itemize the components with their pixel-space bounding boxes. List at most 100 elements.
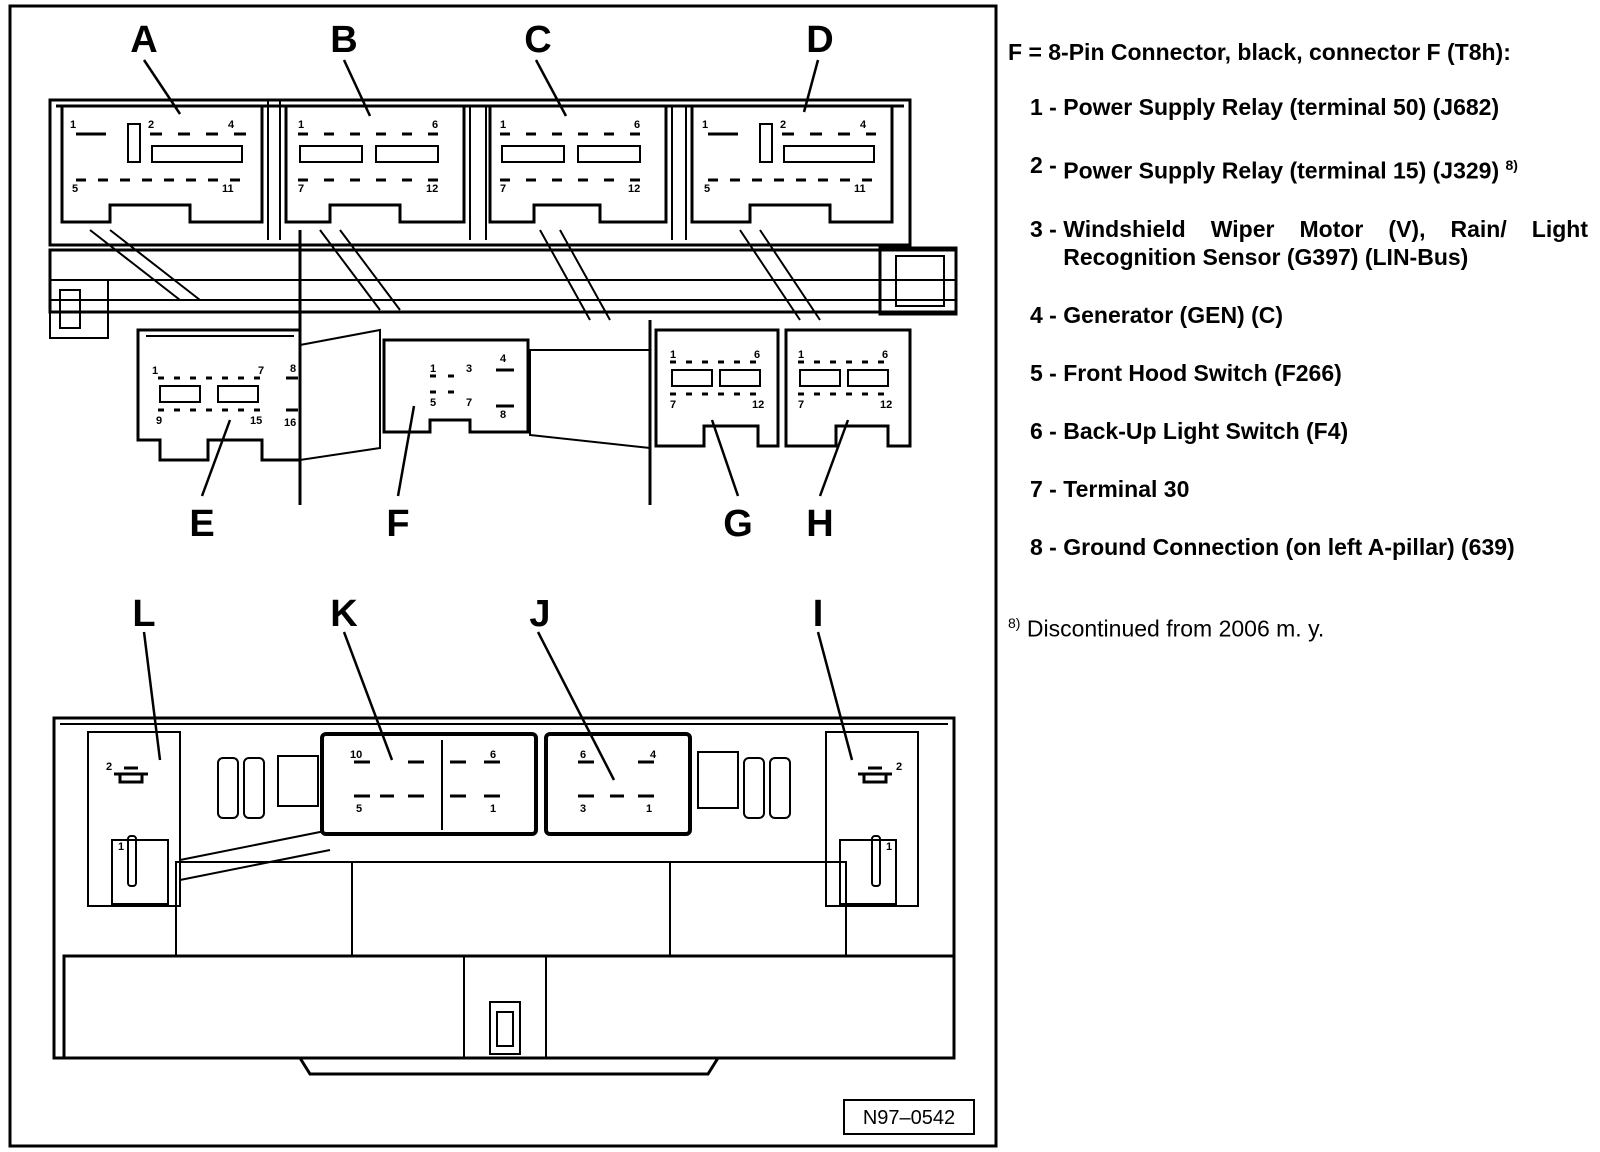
connector-k: 10 6 5 1	[320, 732, 538, 836]
connector-e-pin-15: 15	[250, 415, 262, 427]
figure-code: N97–0542	[863, 1107, 955, 1129]
connector-e-pin-7: 7	[258, 365, 264, 377]
pin-description: Front Hood Switch (F266)	[1063, 359, 1342, 386]
pin-number: 3 -	[1030, 215, 1064, 242]
connector-i-pin-1: 1	[886, 841, 892, 853]
connector-b-pin-12: 12	[426, 183, 438, 195]
pin-item: 8 - Ground Connection (on left A-pillar)…	[1030, 533, 1588, 561]
connector-a-pin-11: 11	[222, 183, 234, 195]
pin-item: 2 - Power Supply Relay (terminal 15) (J3…	[1030, 151, 1588, 185]
connector-g: 1 6 7 12	[654, 328, 780, 448]
connector-f: 1 3 4 5 7 8	[382, 338, 530, 434]
connector-j: 6 4 3 1	[544, 732, 692, 836]
lower-housing	[52, 716, 956, 1076]
connector-l-pin-1: 1	[118, 841, 124, 853]
connector-j-pin-6: 6	[580, 749, 586, 761]
pin-description: Windshield Wiper Motor (V), Rain/ Light …	[1063, 215, 1588, 270]
connector-e-pin-8: 8	[290, 363, 296, 375]
pin-list: 1 - Power Supply Relay (terminal 50) (J6…	[1008, 93, 1588, 561]
pin-item: 3 - Windshield Wiper Motor (V), Rain/ Li…	[1030, 215, 1588, 271]
connector-b-pin-7: 7	[298, 183, 304, 195]
pin-number: 1 -	[1030, 94, 1064, 120]
connector-b: 1 6 7 12	[284, 104, 466, 224]
connector-j-pin-3: 3	[580, 803, 586, 815]
connector-h-pin-1: 1	[798, 349, 804, 361]
connector-b-pin-6: 6	[432, 119, 438, 131]
connector-letter-i: I	[813, 593, 824, 635]
leader-lines-upper	[142, 59, 850, 497]
connector-f-pin-5: 5	[430, 397, 436, 409]
pin-description: Power Supply Relay (terminal 15) (J329) …	[1063, 151, 1588, 185]
connector-a-pin-1: 1	[70, 119, 76, 131]
connector-d-pin-11: 11	[854, 183, 866, 195]
connector-h-pin-12: 12	[880, 399, 892, 411]
connector-l-pin-2: 2	[106, 761, 112, 773]
connector-a-pin-2: 2	[148, 119, 154, 131]
connector-e-pin-9: 9	[156, 415, 162, 427]
pin-number: 5 -	[1030, 359, 1064, 386]
pin-description-text: Power Supply Relay (terminal 15) (J329)	[1063, 157, 1500, 184]
connector-j-pin-1: 1	[646, 803, 652, 815]
connector-f-pin-8: 8	[500, 409, 506, 421]
leader-lines-lower	[142, 631, 854, 781]
pin-item: 7 - Terminal 30	[1030, 475, 1588, 503]
connector-letter-j: J	[529, 593, 550, 635]
connector-j-pin-4: 4	[650, 749, 657, 761]
connector-d-pin-1: 1	[702, 119, 708, 131]
legend-heading: F = 8-Pin Connector, black, connector F …	[1008, 39, 1511, 65]
connector-h-pin-7: 7	[798, 399, 804, 411]
pin-item: 6 - Back-Up Light Switch (F4)	[1030, 417, 1588, 445]
connector-e-pin-1: 1	[152, 365, 158, 377]
connector-k-pin-10: 10	[350, 749, 362, 761]
footnote-text: Discontinued from 2006 m. y.	[1020, 615, 1325, 642]
connector-h: 1 6 7 12	[784, 328, 912, 448]
connector-a: 1 2 4 5 11	[60, 104, 264, 224]
connector-d-pin-4: 4	[860, 119, 867, 131]
connector-g-pin-7: 7	[670, 399, 676, 411]
connector-c-pin-12: 12	[628, 183, 640, 195]
legend-panel: F = 8-Pin Connector, black, connector F …	[1008, 38, 1588, 642]
connector-e: 1 7 8 9 15 16	[136, 328, 302, 462]
connector-d: 1 2 4 5 11	[690, 104, 894, 224]
connector-letter-d: D	[806, 19, 833, 61]
pin-description: Power Supply Relay (terminal 50) (J682)	[1063, 94, 1500, 120]
connector-g-pin-12: 12	[752, 399, 764, 411]
connector-d-pin-2: 2	[780, 119, 786, 131]
pin-description: Back-Up Light Switch (F4)	[1063, 417, 1349, 444]
connector-a-pin-4: 4	[228, 119, 235, 131]
connector-c: 1 6 7 12	[488, 104, 668, 224]
connector-c-pin-6: 6	[634, 119, 640, 131]
pin-description: Generator (GEN) (C)	[1063, 301, 1284, 328]
pin-item: 5 - Front Hood Switch (F266)	[1030, 359, 1588, 387]
connector-letter-c: C	[524, 19, 551, 61]
connector-letter-a: A	[130, 19, 157, 61]
footnote-reference: 8)	[1505, 157, 1518, 173]
pin-number: 7 -	[1030, 475, 1064, 502]
connector-letter-b: B	[330, 19, 357, 61]
connector-b-pin-1: 1	[298, 119, 304, 131]
connector-letter-f: F	[386, 503, 409, 545]
connector-k-pin-1: 1	[490, 803, 496, 815]
pin-description: Terminal 30	[1063, 475, 1190, 502]
footnote: 8) Discontinued from 2006 m. y.	[1008, 609, 1588, 643]
pin-number: 8 -	[1030, 533, 1064, 560]
pin-item: 1 - Power Supply Relay (terminal 50) (J6…	[1030, 93, 1588, 121]
connector-letter-h: H	[806, 503, 833, 545]
footnote-mark: 8)	[1008, 614, 1021, 631]
connector-f-pin-3: 3	[466, 363, 472, 375]
connector-k-pin-6: 6	[490, 749, 496, 761]
connector-g-pin-1: 1	[670, 349, 676, 361]
figure-frame	[8, 4, 998, 1148]
connector-letter-k: K	[330, 593, 358, 635]
connector-letter-g: G	[723, 503, 753, 545]
connector-f-pin-4: 4	[500, 353, 507, 365]
connector-f-pin-1: 1	[430, 363, 436, 375]
connector-h-pin-6: 6	[882, 349, 888, 361]
connector-letter-e: E	[189, 503, 214, 545]
connector-g-pin-6: 6	[754, 349, 760, 361]
connector-e-pin-16: 16	[284, 417, 296, 429]
connector-k-pin-5: 5	[356, 803, 362, 815]
pin-item: 4 - Generator (GEN) (C)	[1030, 301, 1588, 329]
connector-i-pin-2: 2	[896, 761, 902, 773]
